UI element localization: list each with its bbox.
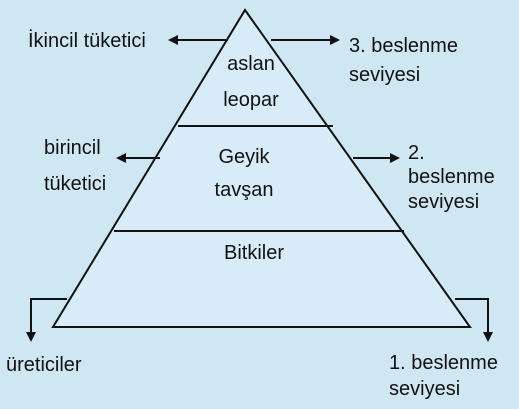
right-bottom-line1: 1. beslenme: [389, 352, 498, 374]
right-middle-line1: 2.: [408, 142, 425, 164]
pyramid-shape: [51, 8, 472, 328]
right-top-line2: seviyesi: [349, 64, 421, 86]
bottom-level-line1: Bitkiler: [223, 242, 284, 264]
top-level-line1: aslan: [227, 53, 275, 75]
top-level-line2: leopar: [223, 89, 279, 111]
right-middle-line3: seviyesi: [408, 191, 480, 213]
middle-level-line1: Geyik: [218, 146, 270, 168]
right-middle-line2: beslenme: [408, 166, 495, 188]
bottom-left-arrow: [26, 298, 67, 342]
left-top-label: İkincil tüketici: [28, 30, 146, 52]
left-middle-line1: birincil: [44, 137, 101, 159]
bottom-right-arrow: [455, 298, 493, 342]
middle-level-line2: tavşan: [214, 179, 274, 201]
right-top-line1: 3. beslenme: [349, 35, 458, 57]
left-middle-line2: tüketici: [44, 173, 107, 195]
left-bottom-label: üreticiler: [6, 354, 82, 376]
right-bottom-line2: seviyesi: [389, 378, 461, 400]
